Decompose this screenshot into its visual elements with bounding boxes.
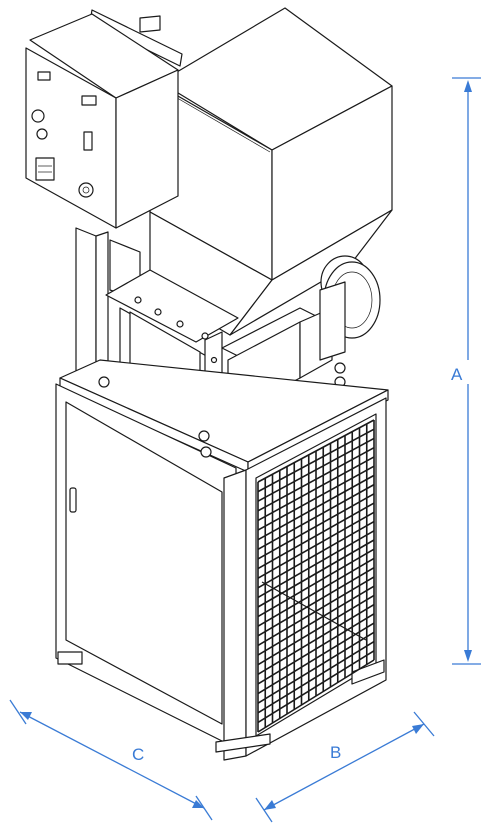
dimension-b: B <box>255 711 435 823</box>
mesh-guard <box>257 419 375 733</box>
mesh-wire <box>257 419 375 483</box>
mesh-wire <box>257 446 375 512</box>
mesh-wire <box>257 511 375 579</box>
mesh-wire <box>257 502 375 570</box>
hopper <box>149 7 393 336</box>
mesh-wire <box>257 603 375 675</box>
mesh-wire <box>257 437 375 502</box>
motor <box>319 255 381 388</box>
mesh-wire <box>257 465 375 531</box>
door-handle <box>69 487 77 513</box>
start-button-icon <box>31 109 45 123</box>
mesh-wire <box>257 640 375 714</box>
dimension-b-label: B <box>330 743 341 762</box>
mesh-wire <box>257 576 375 647</box>
stop-button-icon <box>36 128 48 140</box>
mesh-wire <box>257 567 375 637</box>
foot-front <box>215 733 271 753</box>
mesh-wire <box>257 622 375 695</box>
cabinet-door <box>65 401 223 725</box>
mesh-wire <box>257 585 375 656</box>
mesh-wire <box>257 530 375 599</box>
selector-switch <box>83 131 93 151</box>
indicator-light-2 <box>81 95 97 106</box>
dimension-a: A <box>451 77 481 665</box>
mesh-wire <box>257 456 375 522</box>
dimension-c-label: C <box>132 745 144 764</box>
mesh-wire <box>257 613 375 685</box>
foot-right <box>351 659 385 685</box>
mesh-wire <box>257 548 375 618</box>
mesh-wire <box>257 520 375 589</box>
support-frame <box>75 227 141 381</box>
mesh-wire <box>257 650 375 724</box>
display-panel <box>35 157 55 181</box>
foot-left <box>57 651 83 665</box>
internal-brace <box>261 581 367 641</box>
mesh-wire <box>257 594 375 666</box>
indicator-light-1 <box>37 71 51 81</box>
mesh-wire <box>257 659 375 733</box>
dimension-a-label: A <box>451 365 463 384</box>
mesh-wire <box>257 474 375 541</box>
mesh-wire <box>257 493 375 560</box>
emergency-stop-icon <box>78 182 94 198</box>
mesh-wire <box>257 539 375 608</box>
mesh-wire <box>257 557 375 627</box>
mesh-wire <box>257 631 375 704</box>
dimension-c: C <box>9 699 213 821</box>
mesh-wire <box>257 428 375 493</box>
control-panel <box>25 9 183 229</box>
mesh-wire <box>257 483 375 551</box>
